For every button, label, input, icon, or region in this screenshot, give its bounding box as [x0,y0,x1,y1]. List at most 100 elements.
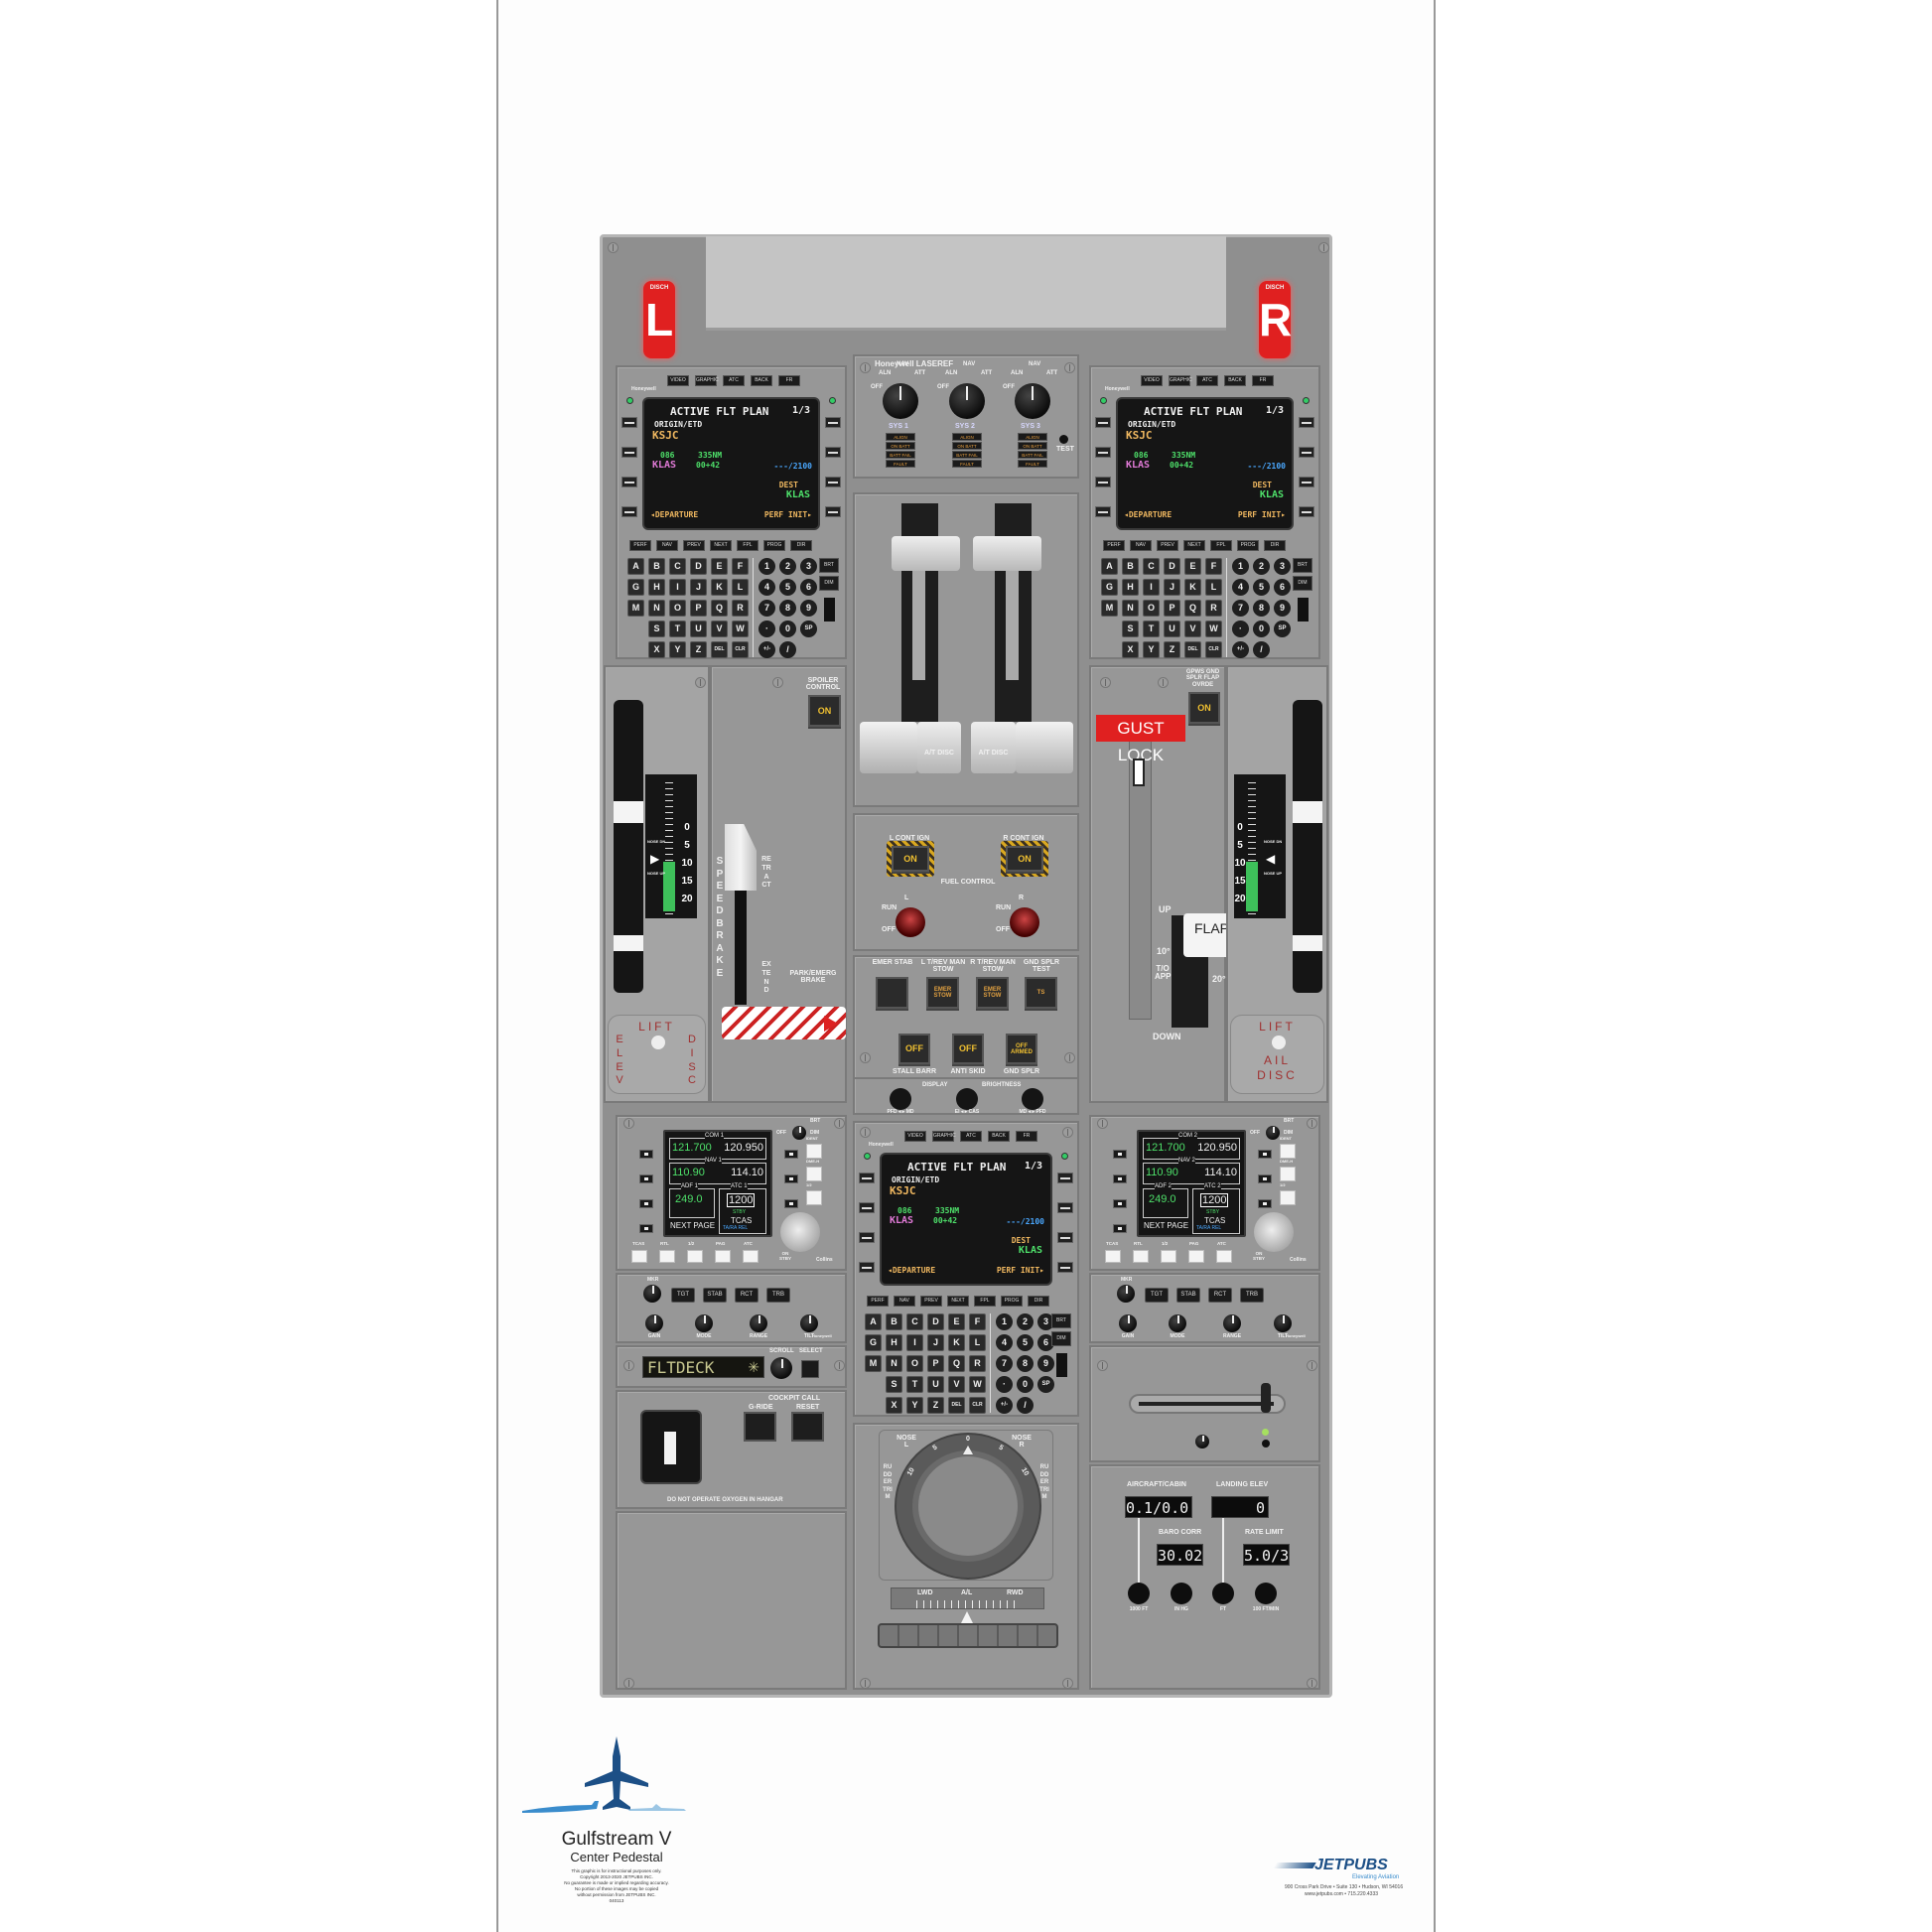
g-ride-button[interactable] [744,1412,776,1442]
cdu-key-num[interactable]: · [1232,621,1249,637]
cdu-key-k[interactable]: K [1184,579,1201,596]
test-button[interactable] [1262,1440,1270,1448]
cdu-key-prev[interactable]: PREV [683,540,705,551]
cdu-key-p[interactable]: P [927,1355,944,1372]
cdu-key-m[interactable]: M [627,600,644,617]
cdu-lsk-left-1[interactable] [1095,417,1111,428]
cdu-key-atc[interactable]: ATC [723,375,745,386]
cdu-key-f[interactable]: F [732,558,749,575]
cdu-key-c[interactable]: C [669,558,686,575]
cdu-key-fr[interactable]: FR [1016,1131,1037,1142]
cdu-key-atc[interactable]: ATC [960,1131,982,1142]
cdu-key-nav[interactable]: NAV [656,540,678,551]
cdu-key-num[interactable]: +/- [996,1397,1013,1414]
cdu-key-nav[interactable]: NAV [1130,540,1152,551]
radio-bottom-button-5[interactable] [743,1250,759,1263]
cdu-key-r[interactable]: R [969,1355,986,1372]
cdu-key-w[interactable]: W [732,621,749,637]
radio-bottom-button-2[interactable] [659,1250,675,1263]
radio-side-button-1[interactable] [1280,1144,1296,1159]
cdu-key-k[interactable]: K [948,1334,965,1351]
adf-frequency[interactable]: 249.0 [675,1193,703,1205]
cdu-key-brt[interactable]: BRT [1293,558,1312,573]
cdu-key-a[interactable]: A [627,558,644,575]
cdu-key-h[interactable]: H [1122,579,1139,596]
wx-gain-knob[interactable] [1119,1314,1137,1332]
cdu-key-l[interactable]: L [1205,579,1222,596]
cdu-lsk-right-2[interactable] [1057,1202,1073,1213]
cdu-lsk-left-1[interactable] [621,417,637,428]
cdu-key-next[interactable]: NEXT [1183,540,1205,551]
cdu-key-num[interactable]: 3 [800,558,817,575]
cdu-key-c[interactable]: C [1143,558,1160,575]
stall-barr-button[interactable]: OFF [898,1034,930,1064]
select-button[interactable] [801,1360,819,1378]
cdu-key-e[interactable]: E [711,558,728,575]
cdu-lsk-left-2[interactable] [621,447,637,458]
fuel-cutoff-right-switch[interactable] [1010,907,1039,937]
cdu-key-num[interactable]: 9 [1274,600,1291,617]
cdu-key-j[interactable]: J [927,1334,944,1351]
cdu-key-num[interactable]: SP [1037,1376,1054,1393]
wx-trb-button[interactable]: TRB [766,1288,790,1303]
cdu-key-num[interactable]: 7 [1232,600,1249,617]
cdu-key-a[interactable]: A [865,1313,882,1330]
adf-frequency[interactable]: 249.0 [1149,1193,1176,1205]
throttle-lever-right[interactable] [1006,571,1019,680]
cdu-key-num[interactable]: +/- [1232,641,1249,658]
radio-bottom-button-1[interactable] [631,1250,647,1263]
speed-brake-handle[interactable] [725,824,757,891]
cdu-key-k[interactable]: K [711,579,728,596]
cdu-key-b[interactable]: B [648,558,665,575]
park-brake-handle[interactable] [722,1007,846,1039]
wx-rct-button[interactable]: RCT [1208,1288,1232,1303]
cdu-lsk-left-4[interactable] [621,506,637,517]
cdu-key-g[interactable]: G [627,579,644,596]
radio-bottom-button-4[interactable] [1188,1250,1204,1263]
cdu-lsk-right-2[interactable] [1299,447,1314,458]
atc-code[interactable]: 1200 [1200,1193,1229,1207]
cdu-key-video[interactable]: VIDEO [667,375,689,386]
reset-button[interactable] [791,1412,824,1442]
oxygen-switch[interactable] [640,1410,702,1484]
wx-tgt-button[interactable]: TGT [1145,1288,1169,1303]
com-active-frequency[interactable]: 121.700 [672,1142,712,1154]
cdu-key-perf[interactable]: PERF [1103,540,1125,551]
cdu-key-l[interactable]: L [732,579,749,596]
wx-tilt-knob[interactable] [800,1314,818,1332]
at-disc-button-right[interactable]: A/T DISC [971,722,1016,773]
cdu-key-num[interactable]: 2 [1017,1313,1034,1330]
cdu-key-back[interactable]: BACK [1224,375,1246,386]
cdu-key-g[interactable]: G [865,1334,882,1351]
irs-mode-knob-3[interactable] [1015,383,1050,419]
cdu-key-back[interactable]: BACK [751,375,772,386]
cdu-key-z[interactable]: Z [927,1397,944,1414]
cdu-key-o[interactable]: O [669,600,686,617]
cdu-key-num[interactable]: / [1017,1397,1034,1414]
pressurization-knob-2[interactable] [1171,1583,1192,1604]
scroll-knob[interactable] [770,1357,792,1379]
cdu-key-num[interactable]: 7 [996,1355,1013,1372]
cdu-key-a[interactable]: A [1101,558,1118,575]
cdu-key-num[interactable]: 9 [1037,1355,1054,1372]
cdu-key-n[interactable]: N [1122,600,1139,617]
cdu-key-num[interactable]: 0 [1253,621,1270,637]
cdu-lsk-right-2[interactable] [825,447,841,458]
cdu-key-graphic[interactable]: GRAPHIC [932,1131,956,1142]
cdu-key-v[interactable]: V [948,1376,965,1393]
cdu-key-dir[interactable]: DIR [1264,540,1286,551]
cdu-key-num[interactable]: 4 [1232,579,1249,596]
radio-bottom-button-3[interactable] [687,1250,703,1263]
cdu-key-i[interactable]: I [906,1334,923,1351]
wx-mode-knob[interactable] [1117,1285,1135,1303]
radio-lsk-right-1[interactable] [1258,1150,1272,1159]
switch-button-2[interactable]: EMER STOW [926,977,959,1009]
radio-bottom-button-4[interactable] [715,1250,731,1263]
brightness-knob-3[interactable] [1022,1088,1043,1110]
perf-init-prompt[interactable]: PERF INIT▸ [1237,510,1286,519]
cdu-key-fr[interactable]: FR [1252,375,1274,386]
cdu-key-q[interactable]: Q [1184,600,1201,617]
cdu-key-s[interactable]: S [648,621,665,637]
pitch-trim-wheel[interactable] [614,700,643,993]
cdu-key-w[interactable]: W [1205,621,1222,637]
